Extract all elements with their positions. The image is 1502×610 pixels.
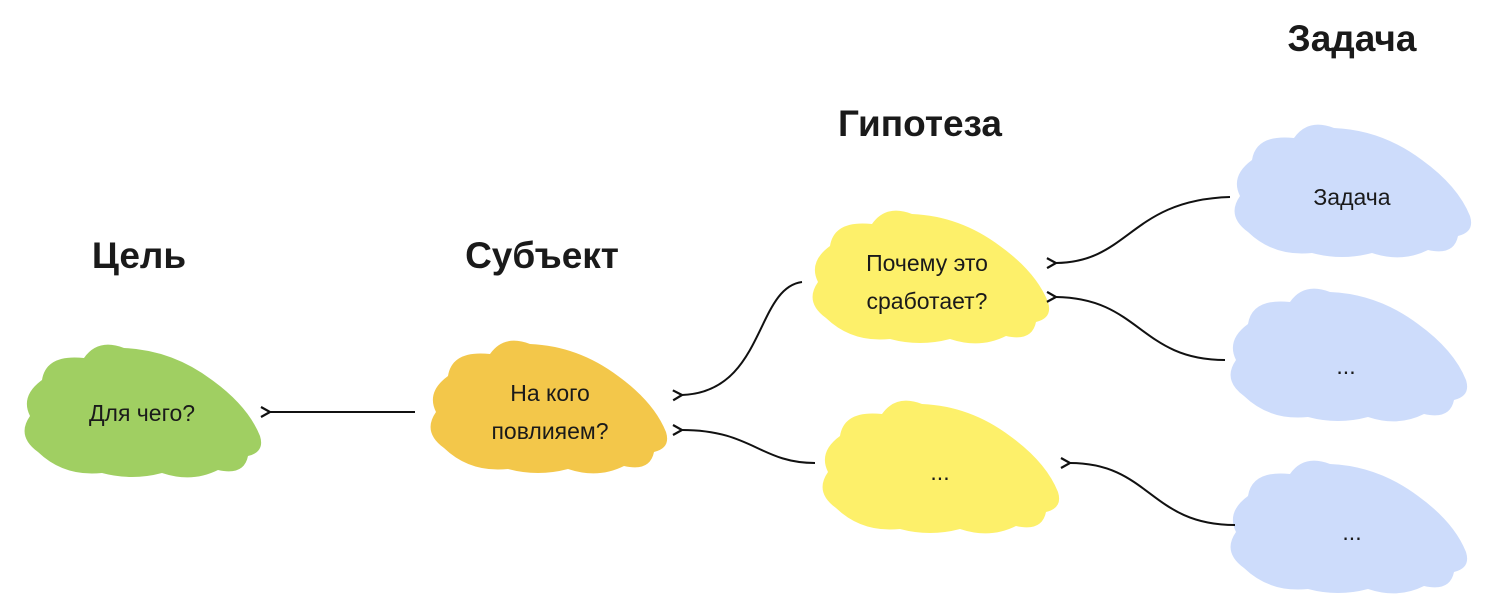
arrow-task1-to-hypothesis1: [1056, 196, 1231, 263]
header-task: Задача: [1287, 18, 1417, 59]
node-task-1-text: Задача: [1313, 184, 1391, 210]
arrow-hypothesis1-to-subject: [682, 281, 803, 395]
node-task-2-text: ...: [1336, 353, 1356, 379]
node-hypothesis-2: ...: [930, 453, 949, 491]
node-hypothesis-2-text: ...: [930, 459, 950, 485]
node-task-3: ...: [1342, 513, 1361, 551]
node-hypothesis-1: Почему это сработает?: [866, 244, 988, 320]
header-hypothesis: Гипотеза: [837, 103, 1003, 144]
header-subject: Субъект: [465, 235, 619, 276]
node-task-3-text: ...: [1342, 519, 1362, 545]
node-goal-text: Для чего?: [88, 400, 196, 426]
node-goal: Для чего?: [89, 394, 195, 432]
node-task-1: Задача: [1313, 178, 1390, 216]
header-goal: Цель: [91, 235, 187, 276]
arrow-hypothesis2-to-subject: [682, 430, 816, 464]
arrow-task2-to-hypothesis1: [1056, 297, 1226, 361]
node-task-2: ...: [1336, 347, 1355, 385]
node-subject-line1: На кого: [510, 380, 590, 406]
node-hypothesis-1-line2: сработает?: [866, 288, 988, 314]
node-hypothesis-1-line1: Почему это: [866, 250, 988, 276]
node-subject: На кого повлияем?: [491, 374, 608, 450]
arrow-task3-to-hypothesis2: [1070, 463, 1236, 526]
node-subject-line2: повлияем?: [491, 418, 609, 444]
